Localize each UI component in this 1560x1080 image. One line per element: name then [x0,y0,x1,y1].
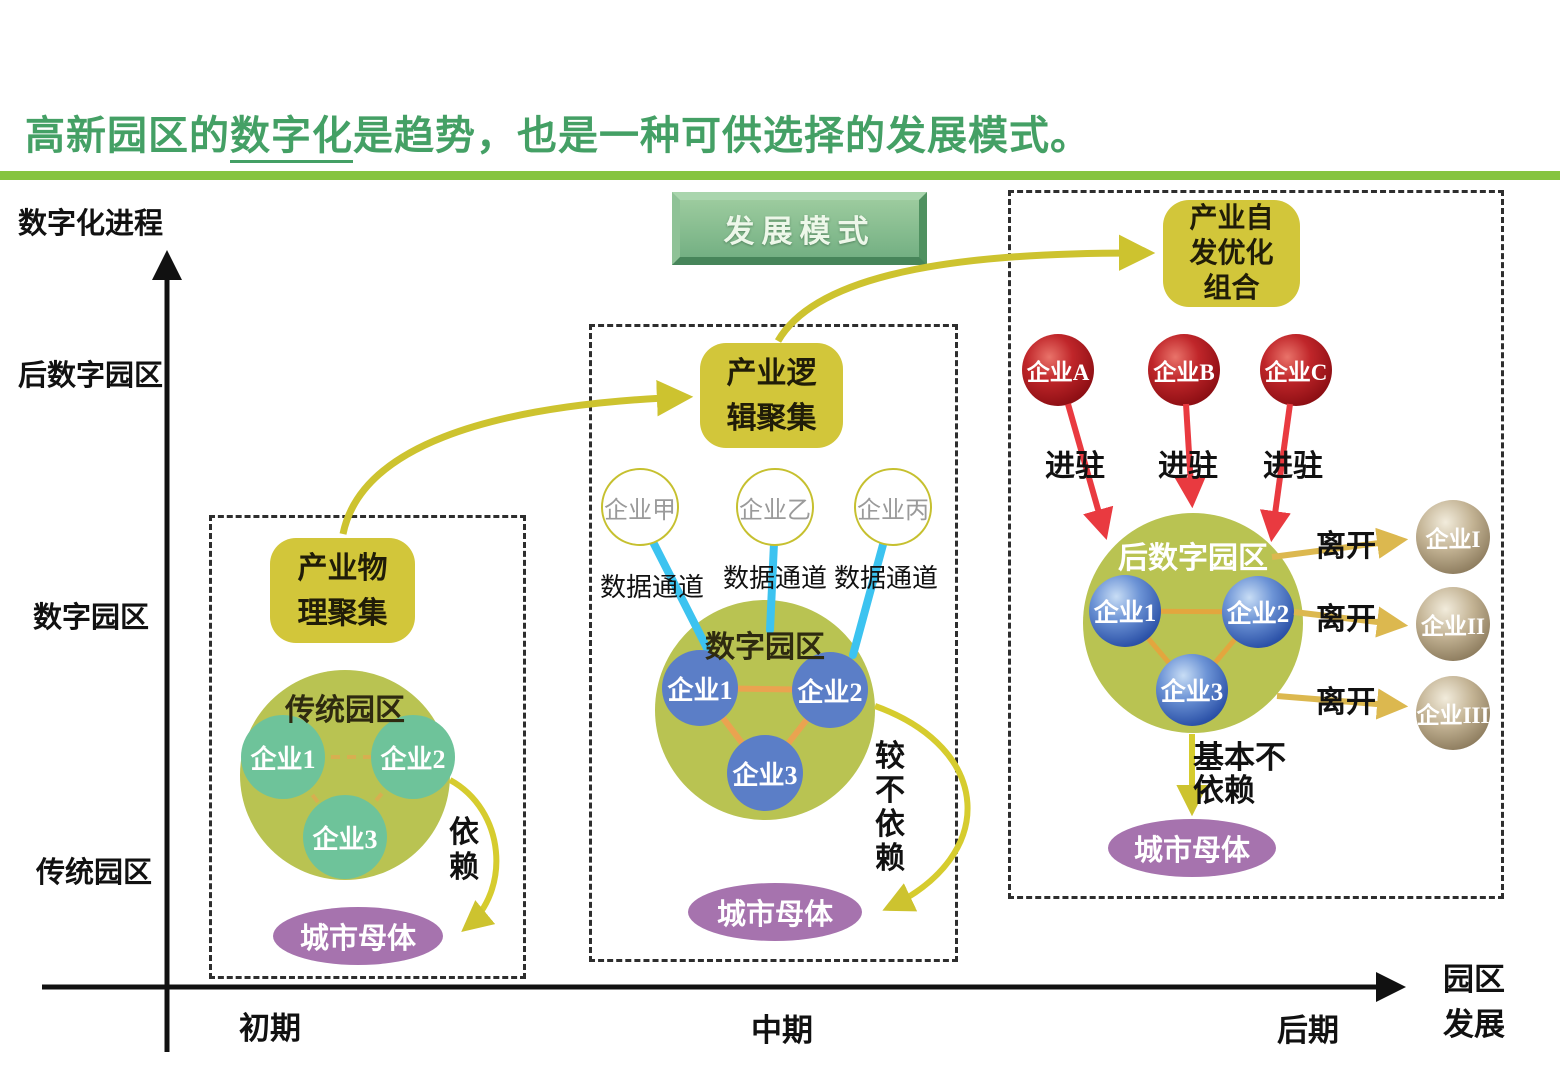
stage3-departed-company-II: 企业II [1416,587,1490,661]
stage3-company-3: 企业3 [1156,654,1228,726]
stage2-channel-label-3: 数据通道 [833,564,938,593]
stage2-company-3: 企业3 [727,735,803,811]
stage3-enter-label-1: 进驻 [1045,450,1105,483]
data-channel-lines [648,536,888,659]
x-tick-late: 后期 [1277,1013,1339,1048]
axes [42,250,1406,1052]
stage2-dependency-arrow [873,703,971,912]
stage2-city-ellipse: 城市母体 [688,883,862,941]
stage1-cluster-box: 产业物 理聚集 [270,538,415,643]
x-axis-title: 园区 发展 [1443,962,1505,1042]
leave-arrow-II [1293,606,1409,638]
development-mode-label: 发展模式 [723,214,876,249]
entering-arrows [1065,403,1293,543]
stage2-external-company-2: 企业乙 [736,468,814,546]
stage3-company-1: 企业1 [1089,575,1161,647]
stage1-company-3: 企业3 [303,795,387,879]
x-tick-early: 初期 [239,1011,301,1046]
leave-arrow-III [1276,688,1409,720]
stage2-cluster-box: 产业逻 辑聚集 [700,343,843,448]
evolution-arrows [339,234,1156,535]
stage3-departed-company-I: 企业I [1416,500,1490,574]
stage2-channel-label-1: 数据通道 [599,573,704,602]
enter-arrow-B [1174,403,1207,509]
leave-arrow-I [1271,527,1409,560]
stage3-departed-company-III: 企业III [1416,676,1490,750]
y-label-traditional-park: 传统园区 [36,857,153,889]
stage3-entering-company-A: 企业A [1022,334,1094,406]
stage2-frame [589,324,958,962]
stage3-city-ellipse: 城市母体 [1108,819,1276,877]
stage2-to-stage3-arrow [774,234,1156,343]
stage3-park-label: 后数字园区 [1118,542,1268,575]
leaving-arrows [1271,527,1409,720]
stage2-company-1: 企业1 [662,650,738,726]
enter-arrow-C [1259,403,1293,543]
stage2-external-company-1: 企业甲 [601,468,679,546]
title-suffix: 是趋势，也是一种可供选择的发展模式。 [353,113,1091,158]
stage3-entering-company-C: 企业C [1260,334,1332,406]
stage1-dependency-label: 依 赖 [449,816,479,884]
title-underlined-term: 数字化 [230,113,353,163]
stage2-external-company-3: 企业丙 [854,468,932,546]
stage1-company-2: 企业2 [371,715,455,799]
stage3-entering-company-B: 企业B [1148,334,1220,406]
stage3-frame [1008,190,1504,899]
stage1-dependency-arrow [448,777,500,932]
stage1-company-1: 企业1 [241,715,325,799]
stage1-city-ellipse: 城市母体 [273,907,443,965]
development-mode-button: 发展模式 [672,192,927,265]
y-axis-title: 数字化进程 [18,208,164,240]
stage3-enter-label-3: 进驻 [1263,450,1323,483]
stage2-dependency-label: 较 不 依 赖 [875,740,905,875]
stage3-cluster-box: 产业自 发优化 组合 [1163,200,1300,307]
stage2-company-2: 企业2 [792,652,868,728]
stage3-leave-label-2: 离开 [1316,603,1376,636]
dependency-arrows [448,703,1208,932]
y-label-digital-park: 数字园区 [33,602,150,634]
stage3-company-2: 企业2 [1222,576,1294,648]
stage3-leave-label-1: 离开 [1316,530,1376,563]
stage1-park-label: 传统园区 [285,694,405,727]
stage2-park-label: 数字园区 [705,631,825,664]
stage2-channel-label-2: 数据通道 [722,564,827,593]
enter-arrow-A [1065,403,1114,541]
divider-bar [0,171,1560,180]
stage1-frame [209,515,526,979]
slide-title: 高新园区的数字化是趋势，也是一种可供选择的发展模式。 [25,103,1091,163]
y-label-post-digital-park: 后数字园区 [18,360,164,392]
stage3-enter-label-2: 进驻 [1158,450,1218,483]
title-prefix: 高新园区的 [25,113,230,158]
stage1-to-stage2-arrow [339,379,694,535]
stage3-leave-label-3: 离开 [1316,686,1376,719]
x-tick-middle: 中期 [751,1013,813,1048]
stage3-dependency-label: 基本不 依赖 [1193,740,1286,808]
